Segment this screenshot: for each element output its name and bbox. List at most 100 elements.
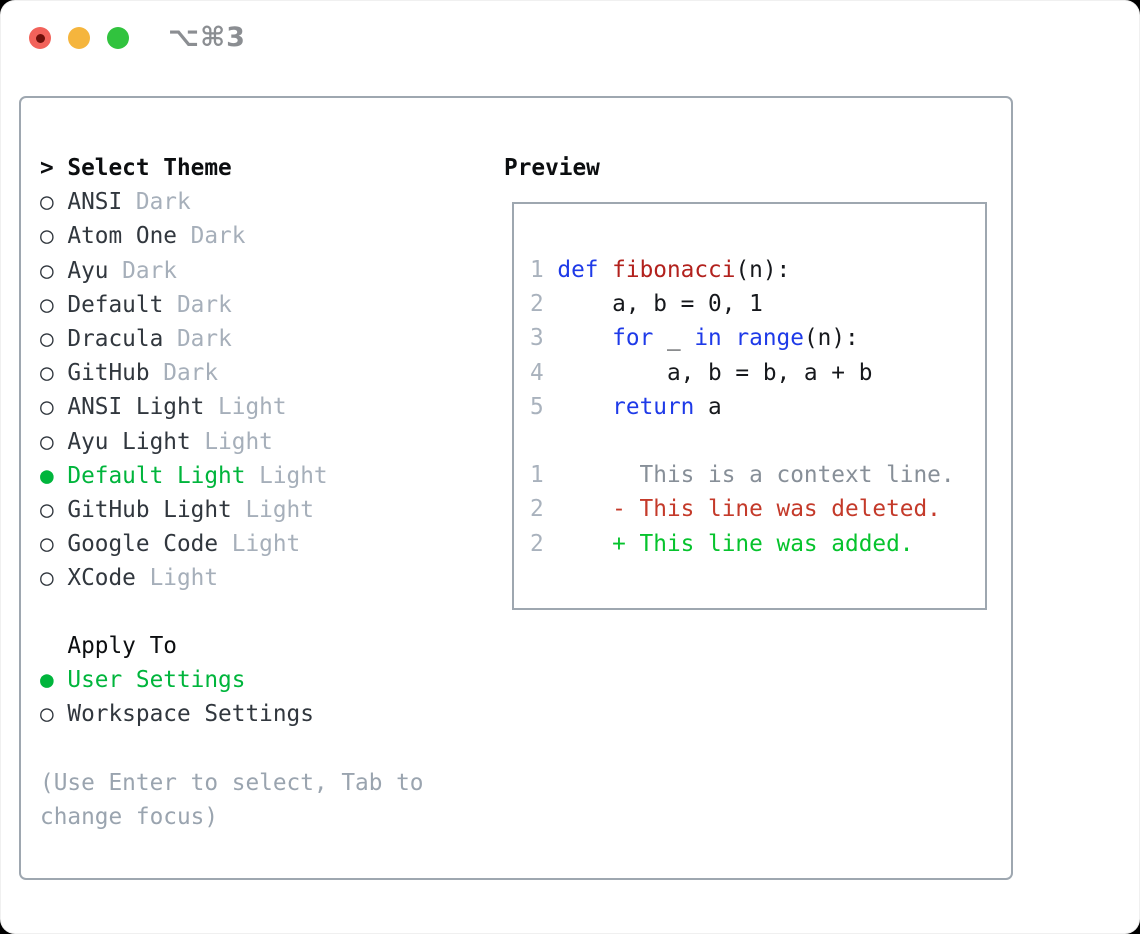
theme-name: XCode <box>67 565 136 592</box>
code-token: def <box>557 257 599 283</box>
theme-option[interactable]: ○ Atom One Dark <box>40 219 328 253</box>
radio-icon: ○ <box>40 291 54 318</box>
code-token: - This line was deleted. <box>557 496 941 523</box>
theme-name: Ayu <box>67 257 109 284</box>
radio-icon: ○ <box>40 565 54 592</box>
line-number: 3 <box>530 325 544 352</box>
theme-name: ANSI Light <box>67 394 205 421</box>
theme-name: Ayu Light <box>67 428 191 455</box>
radio-icon: ○ <box>40 189 54 216</box>
theme-option[interactable]: ○ Default Dark <box>40 288 328 322</box>
radio-icon: ○ <box>40 701 54 728</box>
code-token <box>557 390 612 424</box>
diff-line-deleted: 2 - This line was deleted. <box>530 492 985 526</box>
apply-to-header: Apply To <box>40 629 314 663</box>
code-token: in <box>694 325 722 352</box>
zoom-button[interactable] <box>107 27 129 49</box>
theme-variant: Light <box>231 496 314 523</box>
theme-option[interactable]: ○GitHub Dark <box>40 356 328 390</box>
theme-name: ANSI <box>67 189 123 216</box>
apply-option-label: Workspace Settings <box>67 701 314 728</box>
close-indicator-dot <box>35 33 45 43</box>
code-token: a, b = 0, 1 <box>557 291 763 318</box>
theme-option[interactable]: ○ XCode Light <box>40 561 328 595</box>
line-number: 2 <box>530 530 544 557</box>
theme-picker-panel: > Select Theme ○ANSI Dark○Atom One Dark○… <box>19 96 1013 880</box>
radio-icon: ○ <box>40 257 54 284</box>
code-token <box>598 253 612 287</box>
radio-icon: ○ <box>40 394 54 421</box>
theme-variant: Dark <box>149 360 219 387</box>
code-token: a <box>694 393 722 420</box>
theme-option[interactable]: ○ ANSI Dark <box>40 185 328 219</box>
diff-line-context: 1 This is a context line. <box>530 458 985 492</box>
theme-variant: Dark <box>163 325 232 352</box>
selected-radio-icon: ● <box>40 667 54 694</box>
apply-option-label: User Settings <box>67 667 246 694</box>
theme-variant: Dark <box>108 257 177 284</box>
theme-option[interactable]: ○ GitHub Light Light <box>40 493 328 527</box>
radio-icon: ○ <box>40 428 54 455</box>
window-title: ⌥⌘3 <box>168 22 246 53</box>
theme-option[interactable]: ○ Ayu Dark <box>40 254 328 288</box>
apply-to-section: Apply To ● User Settings ○ Workspace Settin… <box>40 629 314 732</box>
cursor-icon: > <box>40 155 54 181</box>
theme-name: Atom One <box>67 223 177 250</box>
apply-option[interactable]: ● User Settings <box>40 663 314 697</box>
theme-variant: Light <box>204 394 287 421</box>
code-line: 1 def fibonacci(n): <box>530 253 985 287</box>
preview-box: 1 def fibonacci(n): 2 a, b = 0, 1 3 for _ i… <box>512 202 987 610</box>
preview-title: Preview <box>504 155 600 181</box>
theme-option[interactable]: ○Google Code Light <box>40 527 328 561</box>
theme-option[interactable]: ○ ANSI Light Light <box>40 390 328 424</box>
code-token: (n): <box>735 257 791 283</box>
theme-variant: Dark <box>163 291 232 318</box>
radio-icon: ○ <box>40 325 54 352</box>
theme-name: GitHub Light <box>67 496 232 523</box>
theme-list: > Select Theme ○ANSI Dark○Atom One Dark○… <box>40 151 328 595</box>
theme-option[interactable]: ○ Dracula Dark <box>40 322 328 356</box>
code-line: 3 for _ in range(n): <box>530 321 985 355</box>
close-button[interactable] <box>29 27 51 49</box>
code-line <box>530 424 985 458</box>
theme-option[interactable]: ○ Ayu Light Light <box>40 425 328 459</box>
select-theme-header: > Select Theme <box>40 151 328 185</box>
line-number: 5 <box>530 393 544 420</box>
line-number: 4 <box>530 359 544 386</box>
radio-icon: ○ <box>40 496 54 523</box>
code-token: _ <box>653 325 695 352</box>
theme-variant: Light <box>135 565 219 592</box>
line-number: 2 <box>530 496 544 523</box>
code-token: This is a context line. <box>557 462 955 489</box>
hint-text: (Use Enter to select, Tab to change focu… <box>40 770 424 831</box>
code-line: 4 a, b = b, a + b <box>530 356 985 390</box>
titlebar: ⌥⌘3 <box>0 0 1140 76</box>
theme-name: Dracula <box>67 325 164 352</box>
selected-radio-icon: ● <box>40 462 54 489</box>
diff-line-added: 2 + This line was added. <box>530 527 985 561</box>
theme-name: Google Code <box>67 531 219 558</box>
code-token: fibonacci <box>612 257 736 283</box>
line-number: 1 <box>530 257 544 283</box>
apply-option[interactable]: ○ Workspace Settings <box>40 697 314 731</box>
radio-icon: ○ <box>40 360 54 387</box>
theme-name: Default <box>67 291 164 318</box>
code-token <box>722 321 736 355</box>
theme-variant: Light <box>190 428 273 455</box>
select-theme-label: Select Theme <box>67 155 232 181</box>
theme-option[interactable]: ●Default Light Light <box>40 459 328 493</box>
line-number: 2 <box>530 291 544 318</box>
code-line: 5 return a <box>530 390 985 424</box>
minimize-button[interactable] <box>68 27 90 49</box>
theme-variant: Dark <box>176 223 246 250</box>
apply-to-options: ● User Settings ○ Workspace Settings <box>40 663 314 731</box>
theme-variant: Dark <box>122 189 191 216</box>
radio-icon: ○ <box>40 531 54 558</box>
code-token: range <box>735 325 804 352</box>
radio-icon: ○ <box>40 223 54 250</box>
apply-to-label: Apply To <box>67 633 177 659</box>
code-token <box>557 321 612 355</box>
theme-variant: Light <box>245 462 328 489</box>
code-token: a, b = b, a + b <box>557 359 873 386</box>
